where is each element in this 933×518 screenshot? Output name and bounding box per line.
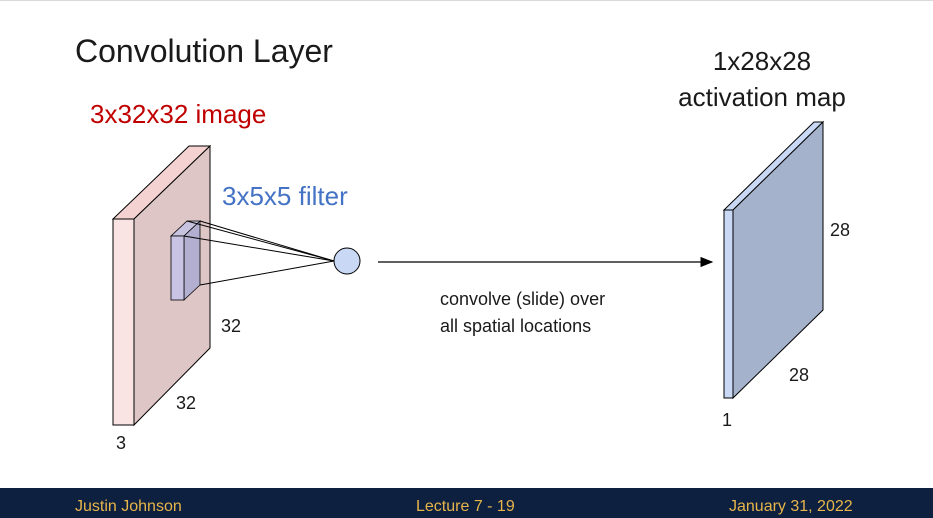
activation-map-label: activation map — [678, 82, 846, 112]
input-volume-front — [112, 218, 135, 426]
input-width-label: 32 — [176, 393, 197, 413]
filter-label: 3x5x5 filter — [222, 181, 348, 211]
input-height-label: 32 — [221, 316, 242, 336]
filter-volume — [169, 220, 202, 301]
footer-author: Justin Johnson — [75, 498, 182, 515]
output-height-label: 28 — [830, 220, 851, 240]
footer-date: January 31, 2022 — [729, 498, 853, 515]
filter-front — [170, 235, 185, 301]
output-volume-front — [723, 209, 734, 399]
output-volume — [722, 120, 825, 400]
projection-lines — [183, 220, 335, 286]
input-image-label: 3x32x32 image — [90, 99, 267, 129]
footer-lecture: Lecture 7 - 19 — [416, 498, 515, 515]
convolve-caption-line2: all spatial locations — [440, 316, 592, 336]
input-depth-label: 3 — [116, 433, 127, 453]
output-depth-label: 1 — [722, 410, 733, 430]
convolve-caption-line1: convolve (slide) over — [440, 289, 606, 309]
slide-title: Convolution Layer — [75, 33, 333, 69]
output-neuron-circle — [333, 247, 361, 275]
output-size-label: 1x28x28 — [712, 46, 812, 76]
output-width-label: 28 — [789, 365, 810, 385]
top-divider — [0, 0, 933, 1]
footer-bar: Justin Johnson Lecture 7 - 19 January 31… — [0, 488, 933, 518]
